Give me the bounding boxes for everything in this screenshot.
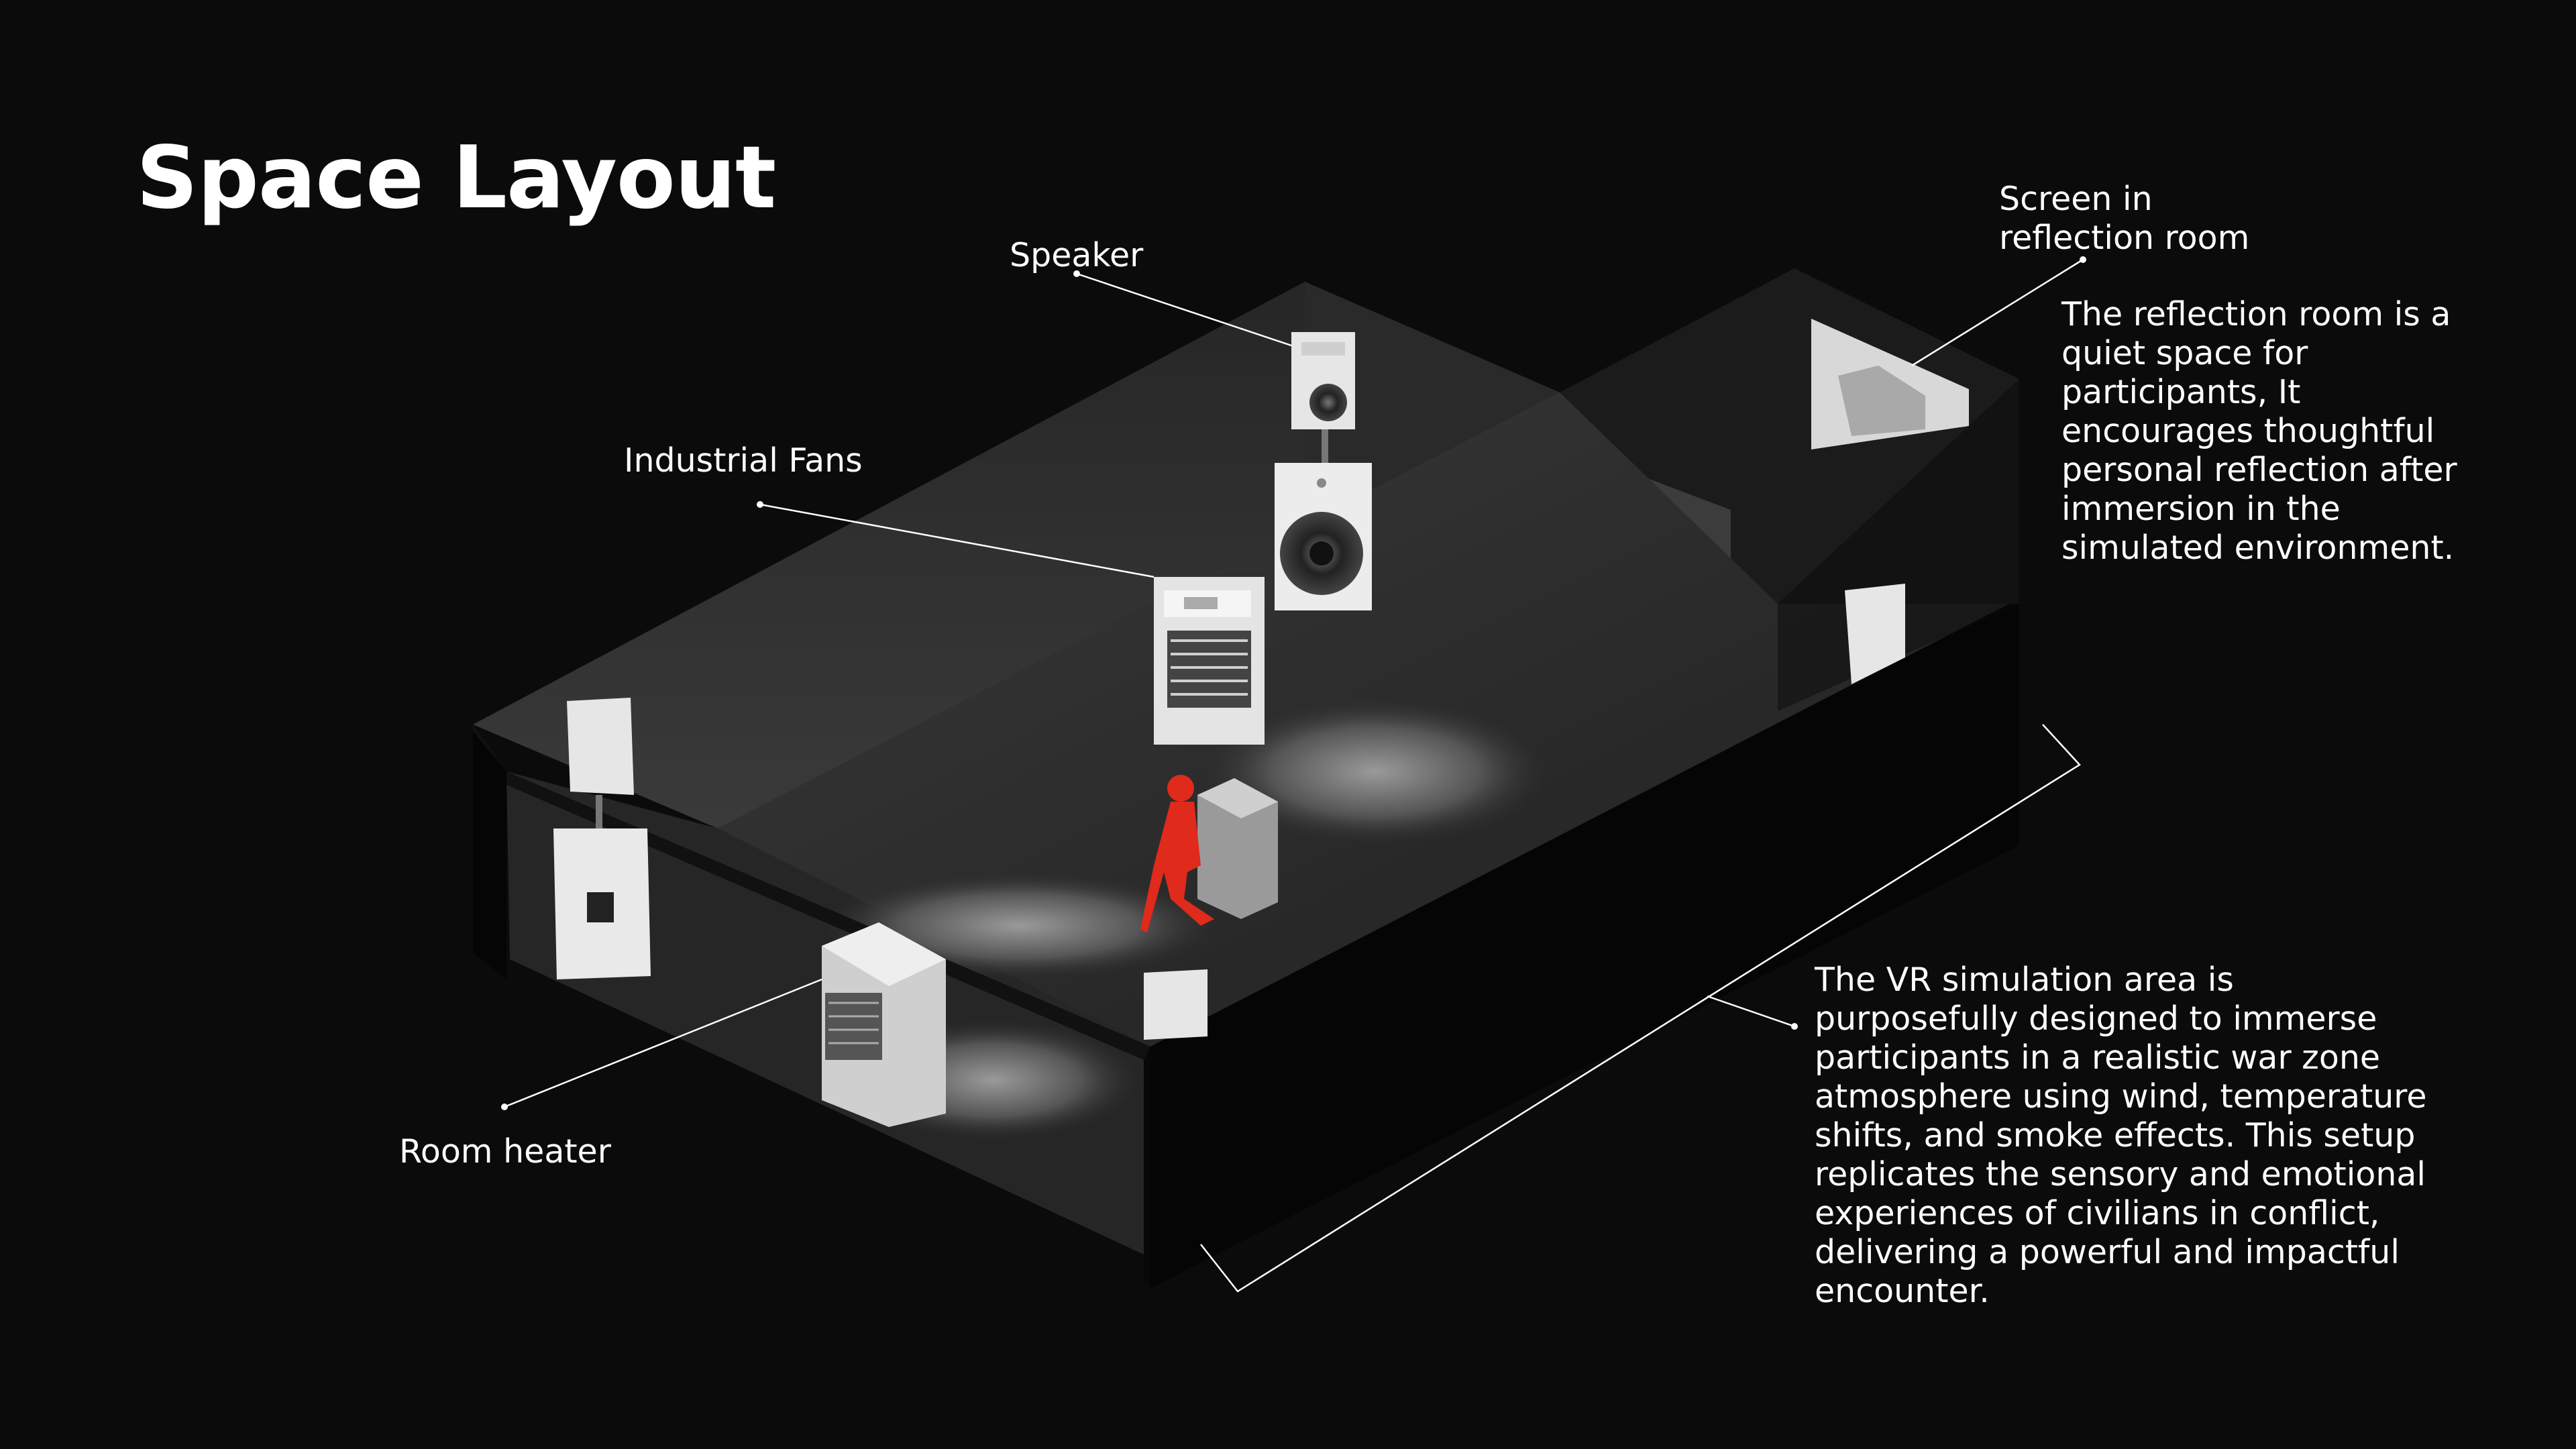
speaker-small bbox=[1291, 332, 1355, 470]
left-outer-wall bbox=[473, 731, 506, 979]
industrial-fans-label: Industrial Fans bbox=[624, 441, 863, 480]
reflection-right-wall bbox=[1778, 379, 2019, 711]
room-heater bbox=[822, 922, 946, 1127]
left-wall-top bbox=[473, 724, 1150, 1060]
vr-leader bbox=[1707, 995, 1795, 1028]
vr-line: atmosphere using wind, temperature bbox=[1815, 1077, 2427, 1116]
vr-line: shifts, and smoke effects. This setup bbox=[1815, 1116, 2416, 1155]
red-figure bbox=[1140, 775, 1214, 932]
reflection-line: simulated environment. bbox=[2061, 529, 2455, 567]
reflection-line: quiet space for bbox=[2061, 334, 2308, 372]
screen-label: Screen in reflection room bbox=[1999, 180, 2249, 258]
vr-line: The VR simulation area is bbox=[1815, 961, 2234, 999]
front-unit bbox=[1144, 969, 1208, 1040]
vr-line: replicates the sensory and emotional bbox=[1815, 1155, 2426, 1193]
reflection-line: participants, It bbox=[2061, 373, 2301, 411]
vr-description: The VR simulation area is purposefully d… bbox=[1815, 961, 2427, 1311]
vr-line: purposefully designed to immerse bbox=[1815, 1000, 2377, 1038]
leader-dots bbox=[501, 256, 2086, 1110]
screen-leader bbox=[1911, 258, 2084, 367]
vr-line: delivering a powerful and impactful bbox=[1815, 1233, 2400, 1271]
industrial-fan bbox=[1154, 577, 1265, 745]
dimension-line bbox=[1200, 724, 2081, 1293]
reflection-line: The reflection room is a bbox=[2061, 295, 2451, 333]
room-heater-label: Room heater bbox=[399, 1132, 611, 1171]
vr-line: experiences of civilians in conflict, bbox=[1815, 1194, 2380, 1232]
crate bbox=[1197, 778, 1278, 919]
reflection-description: The reflection room is a quiet space for… bbox=[2061, 295, 2457, 568]
screen-label-line: Screen in bbox=[1999, 180, 2153, 218]
speaker-large bbox=[1275, 463, 1372, 610]
vr-line: participants in a realistic war zone bbox=[1815, 1038, 2381, 1077]
reflection-line: personal reflection after bbox=[2061, 451, 2457, 489]
reflection-screen-shadow bbox=[1838, 366, 1925, 436]
speaker-label: Speaker bbox=[1010, 236, 1144, 274]
screen-label-line: reflection room bbox=[1999, 219, 2250, 257]
rubble-patch bbox=[1201, 698, 1550, 845]
leader-lines bbox=[504, 258, 2084, 1293]
right-wall bbox=[1150, 604, 2019, 1288]
back-left-wall bbox=[473, 282, 1560, 828]
heater-leader bbox=[504, 978, 822, 1108]
vr-line: encounter. bbox=[1815, 1272, 1990, 1310]
front-wall bbox=[1144, 1046, 1150, 1288]
wall-unit-right bbox=[1845, 584, 1905, 684]
speaker-leader bbox=[1076, 272, 1292, 347]
fans-leader bbox=[759, 503, 1155, 578]
reflection-line: encourages thoughtful bbox=[2061, 412, 2435, 450]
page-title: Space Layout bbox=[136, 128, 776, 228]
reflection-line: immersion in the bbox=[2061, 490, 2341, 528]
speaker-left bbox=[553, 698, 651, 979]
